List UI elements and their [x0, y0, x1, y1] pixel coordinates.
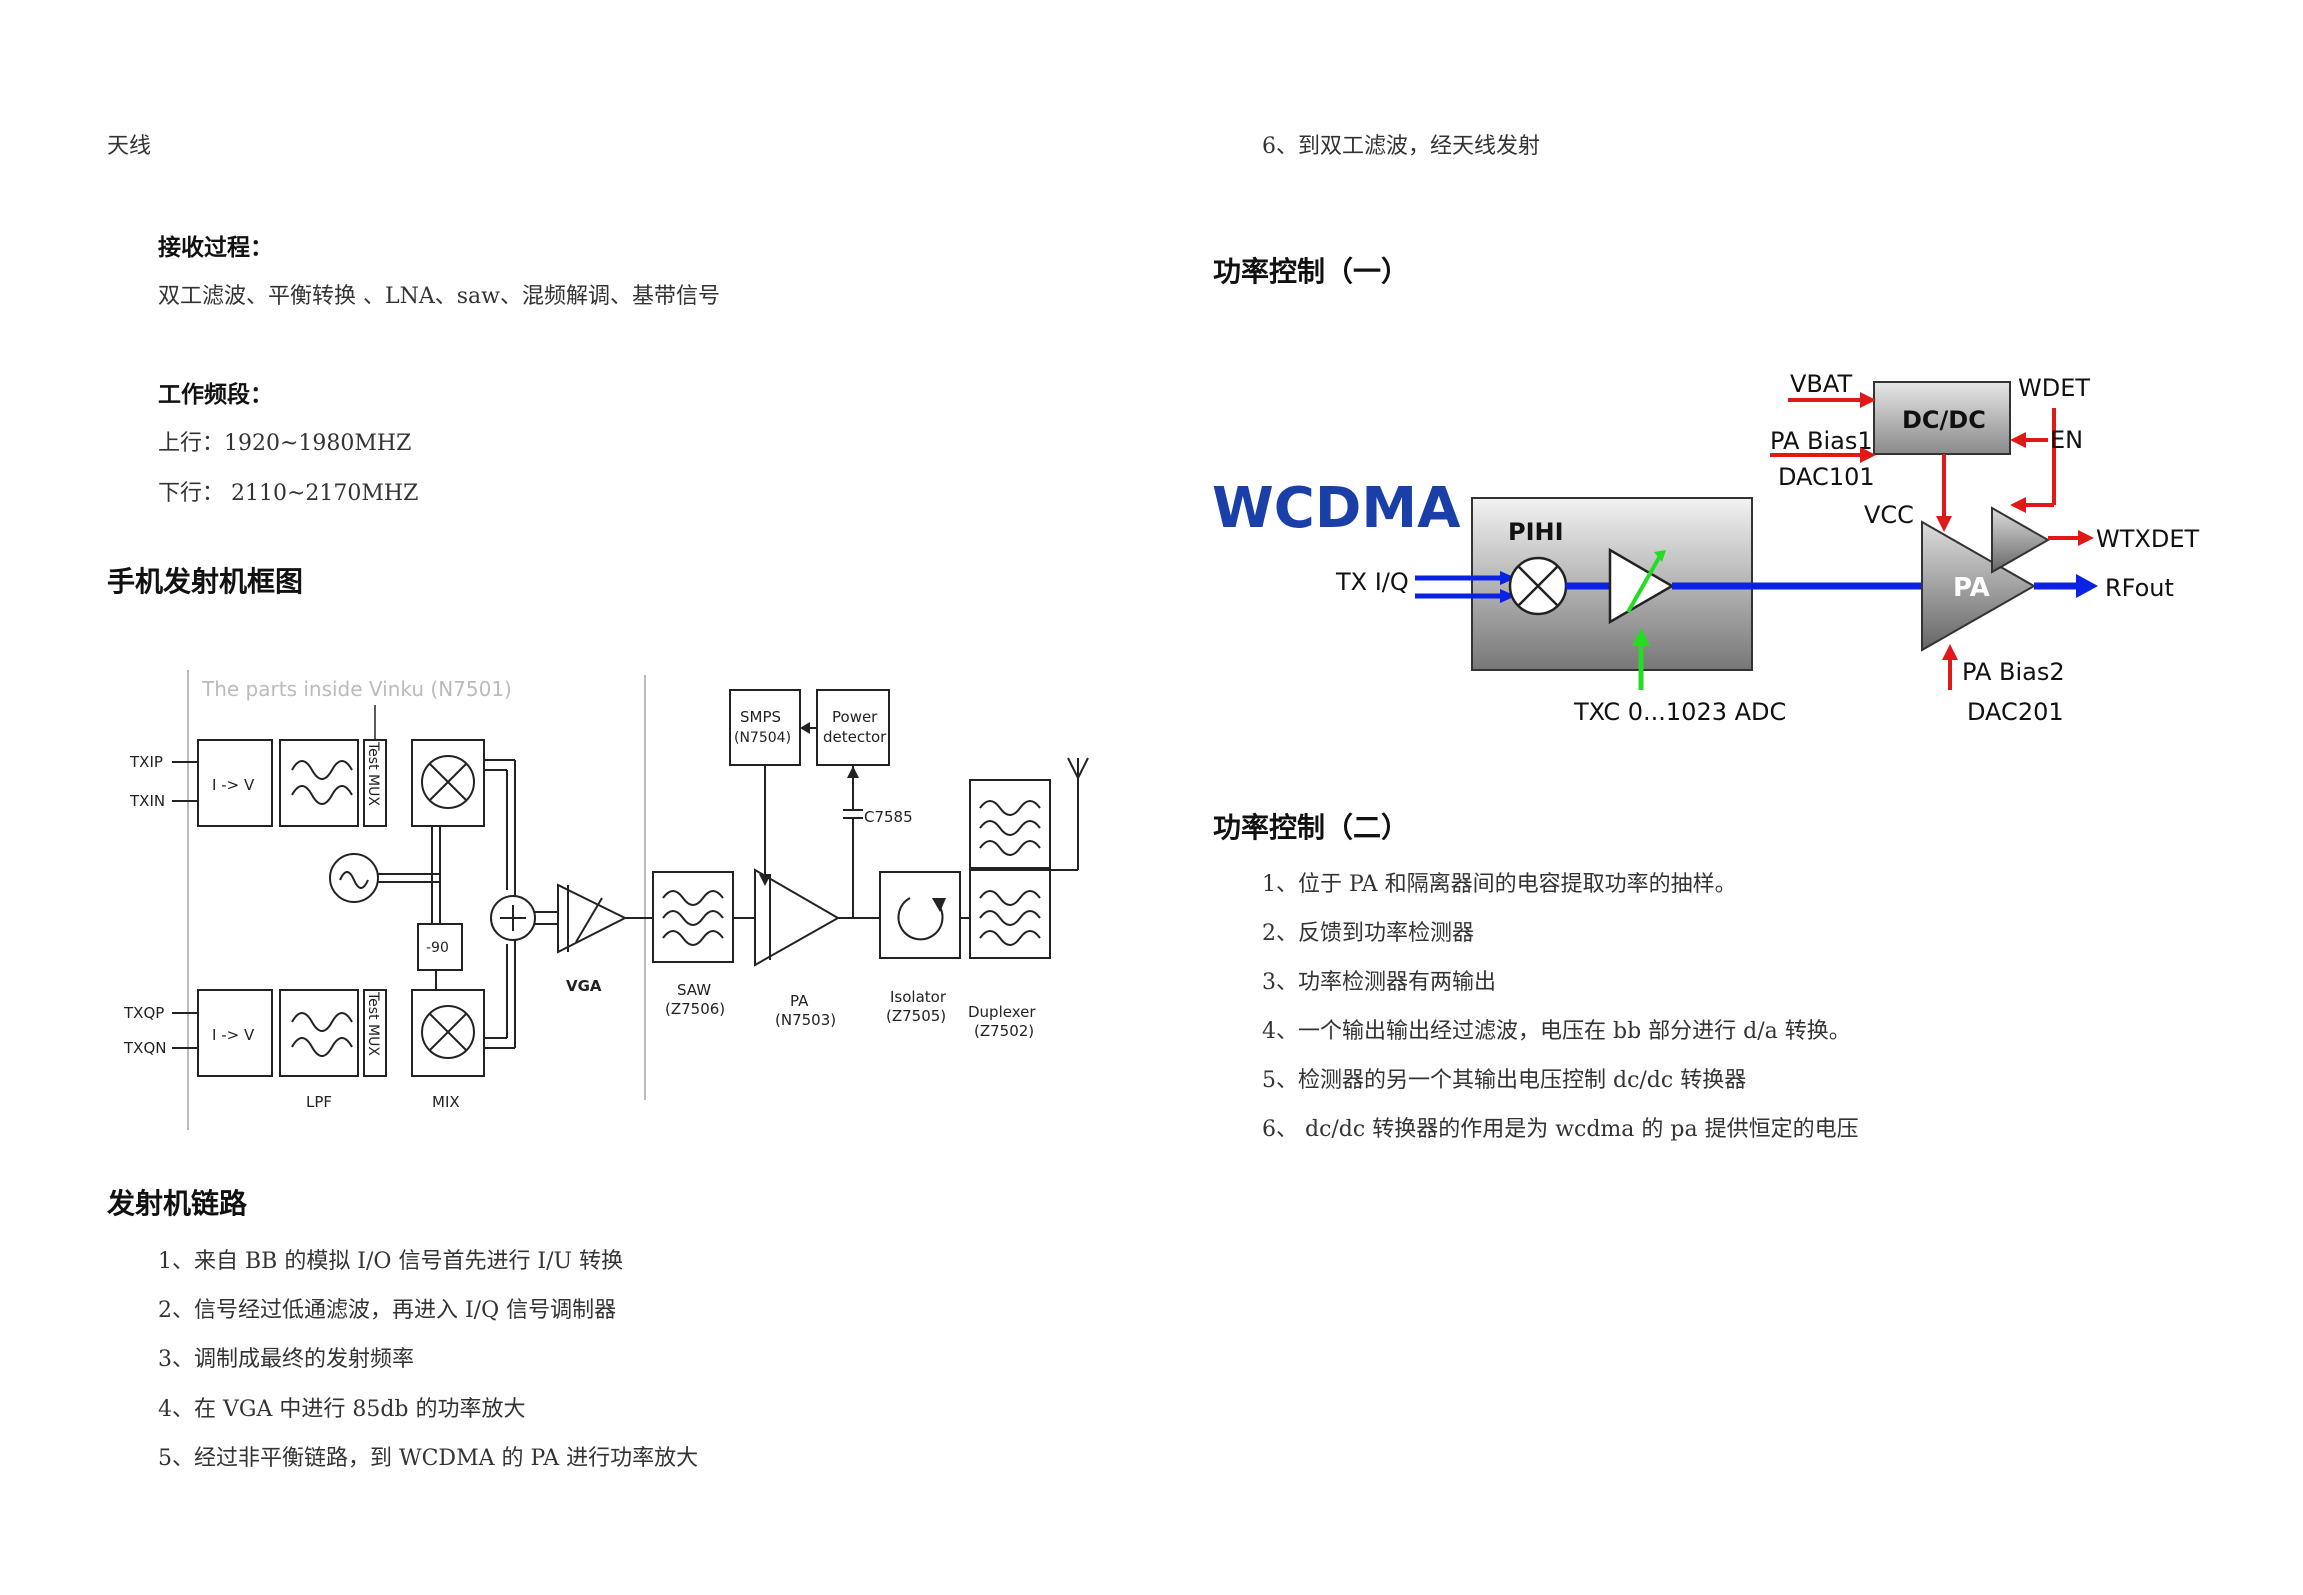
input-txip: TXIP [129, 753, 163, 771]
saw-filter [652, 871, 734, 963]
input-txqp: TXQP [123, 1004, 164, 1022]
duplexer-part: (Z7502) [974, 1022, 1034, 1040]
power-detector-block [816, 689, 890, 766]
power-control-2-item-6: 6、 dc/dc 转换器的作用是为 wcdma 的 pa 提供恒定的电压 [1262, 1117, 1859, 1142]
antenna-text: 天线 [107, 134, 152, 159]
txc-label: TXC 0...1023 ADC [1573, 698, 1786, 726]
pa-label: PA [790, 992, 809, 1010]
isolator-label: Isolator [890, 988, 947, 1006]
receive-line: 双工滤波、平衡转换 、LNA、saw、混频解调、基带信号 [158, 284, 720, 309]
dcdc-label: DC/DC [1902, 406, 1986, 434]
pa-amplifier [754, 868, 841, 967]
vga-amplifier [557, 883, 628, 954]
power-control-2-item-2: 2、反馈到功率检测器 [1262, 921, 1474, 946]
tx-chain-item-5: 5、经过非平衡链路，到 WCDMA 的 PA 进行功率放大 [158, 1446, 699, 1471]
dac201-label: DAC201 [1967, 698, 2064, 726]
saw-label: SAW [677, 981, 711, 999]
txiq-label: TX I/Q [1335, 568, 1409, 596]
pa-bias1-label: PA Bias1 [1770, 427, 1873, 455]
antenna-icon [1067, 757, 1089, 781]
power-detector-label2: detector [823, 728, 887, 746]
testmux-label-i: Test MUX [365, 741, 381, 806]
tx-chain-item-4: 4、在 VGA 中进行 85db 的功率放大 [158, 1397, 526, 1422]
lpf-label: LPF [306, 1093, 332, 1111]
smps-part: (N7504) [734, 730, 791, 746]
power-control-2-item-5: 5、检测器的另一个其输出电压控制 dc/dc 转换器 [1262, 1068, 1747, 1093]
pa-label: PA [1953, 573, 1990, 603]
power-control-1-heading: 功率控制（一） [1213, 255, 1410, 288]
testmux-q [363, 989, 387, 1077]
iv-block-i [197, 739, 273, 827]
vga-label: VGA [566, 977, 602, 995]
dcdc-block [1873, 381, 2011, 455]
power-control-diagram: WCDMA PIHI TX I/Q TXC 0...1023 ADC PA RF… [1212, 370, 2199, 726]
lpf-block-q [279, 989, 359, 1077]
isolator-part: (Z7505) [886, 1007, 946, 1025]
en-label: EN [2050, 426, 2083, 454]
pa-part: (N7503) [775, 1011, 836, 1029]
power-control-2-heading: 功率控制（二） [1213, 811, 1410, 844]
band-downlink: 下行： 2110~2170MHZ [158, 481, 419, 506]
watermark-label: The parts inside Vinku (N7501) [201, 677, 512, 701]
pihi-label: PIHI [1508, 518, 1564, 546]
vcc-label: VCC [1864, 501, 1914, 529]
power-control-2-item-4: 4、一个输出输出经过滤波，电压在 bb 部分进行 d/a 转换。 [1262, 1019, 1851, 1044]
duplexer-label: Duplexer [968, 1003, 1036, 1021]
phase-shift-block [417, 923, 463, 971]
wdet-label: WDET [2018, 374, 2090, 402]
isolator-block [879, 871, 961, 959]
tx-chain-heading: 发射机链路 [107, 1187, 248, 1220]
detector-triangle [1991, 506, 2051, 574]
tx-chain-item-2: 2、信号经过低通滤波，再进入 I/Q 信号调制器 [158, 1298, 617, 1323]
iv-label-q: I -> V [212, 1026, 255, 1044]
phase-shift-label: -90 [426, 940, 449, 956]
pa-bias2-label: PA Bias2 [1962, 658, 2065, 686]
smps-label: SMPS [740, 708, 781, 726]
mix-label: MIX [432, 1093, 460, 1111]
vbat-label: VBAT [1790, 370, 1852, 398]
wcdma-logo: WCDMA [1212, 476, 1461, 541]
receive-heading: 接收过程： [158, 235, 273, 261]
c7585-label: C7585 [864, 808, 913, 826]
input-txin: TXIN [129, 792, 165, 810]
iv-label-i: I -> V [212, 776, 255, 794]
rfout-label: RFout [2105, 574, 2174, 602]
smps-block [729, 689, 801, 766]
power-detector-label: Power [832, 708, 878, 726]
tx-chain-item-3: 3、调制成最终的发射频率 [158, 1347, 414, 1372]
testmux-label-q: Test MUX [365, 991, 381, 1056]
tx-diagram-heading: 手机发射机框图 [107, 565, 304, 598]
transmitter-block-diagram: The parts inside Vinku (N7501) TXIP TXIN… [123, 670, 1089, 1130]
pa-triangle [1921, 520, 2037, 652]
wtxdet-label: WTXDET [2096, 525, 2199, 553]
saw-part: (Z7506) [665, 1000, 725, 1018]
band-heading: 工作频段： [158, 382, 273, 408]
iv-block-q [197, 989, 273, 1077]
lpf-block-i [279, 739, 359, 827]
input-txqn: TXQN [123, 1039, 166, 1057]
band-uplink: 上行：1920~1980MHZ [158, 431, 412, 456]
dac101-label: DAC101 [1778, 463, 1875, 491]
power-control-2-item-3: 3、功率检测器有两输出 [1262, 970, 1496, 995]
right-top-item: 6、到双工滤波，经天线发射 [1262, 134, 1540, 159]
power-control-2-item-1: 1、位于 PA 和隔离器间的电容提取功率的抽样。 [1262, 872, 1737, 897]
tx-chain-item-1: 1、来自 BB 的模拟 I/O 信号首先进行 I/U 转换 [158, 1249, 624, 1274]
